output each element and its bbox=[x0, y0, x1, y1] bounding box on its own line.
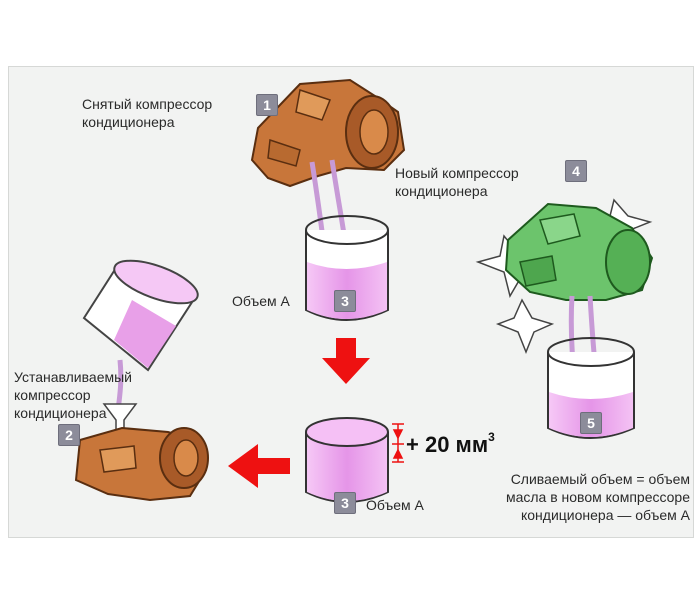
badge-5: 5 bbox=[580, 412, 602, 434]
label-volume-a-bottom: Объем А bbox=[366, 497, 424, 513]
plus-value: + 20 мм bbox=[406, 432, 489, 457]
new-compressor bbox=[504, 202, 654, 301]
plus-20-label: + 20 мм3 bbox=[406, 430, 495, 458]
badge-1: 1 bbox=[256, 94, 278, 116]
pouring-cup bbox=[82, 259, 199, 372]
label-volume-a-top: Объем А bbox=[232, 293, 290, 309]
label-new-compressor: Новый компрессор кондиционера bbox=[395, 165, 519, 199]
dimension-mark bbox=[392, 423, 404, 463]
install-compressor bbox=[74, 426, 209, 502]
badge-2: 2 bbox=[58, 424, 80, 446]
badge-4: 4 bbox=[565, 160, 587, 182]
beaker-bottom bbox=[305, 417, 389, 503]
arrow-down bbox=[322, 338, 370, 384]
removed-compressor bbox=[250, 78, 406, 188]
label-install-compressor: Устанавливаемый компрессор кондиционера bbox=[14, 369, 132, 421]
arrow-left bbox=[228, 444, 290, 488]
badge-3-bottom: 3 bbox=[334, 492, 356, 514]
plus-unit-sup: 3 bbox=[488, 430, 495, 444]
badge-3-top: 3 bbox=[334, 290, 356, 312]
label-removed-compressor: Снятый компрессор кондиционера bbox=[82, 96, 213, 130]
label-formula: Сливаемый объем = объем масла в новом ко… bbox=[505, 471, 690, 523]
